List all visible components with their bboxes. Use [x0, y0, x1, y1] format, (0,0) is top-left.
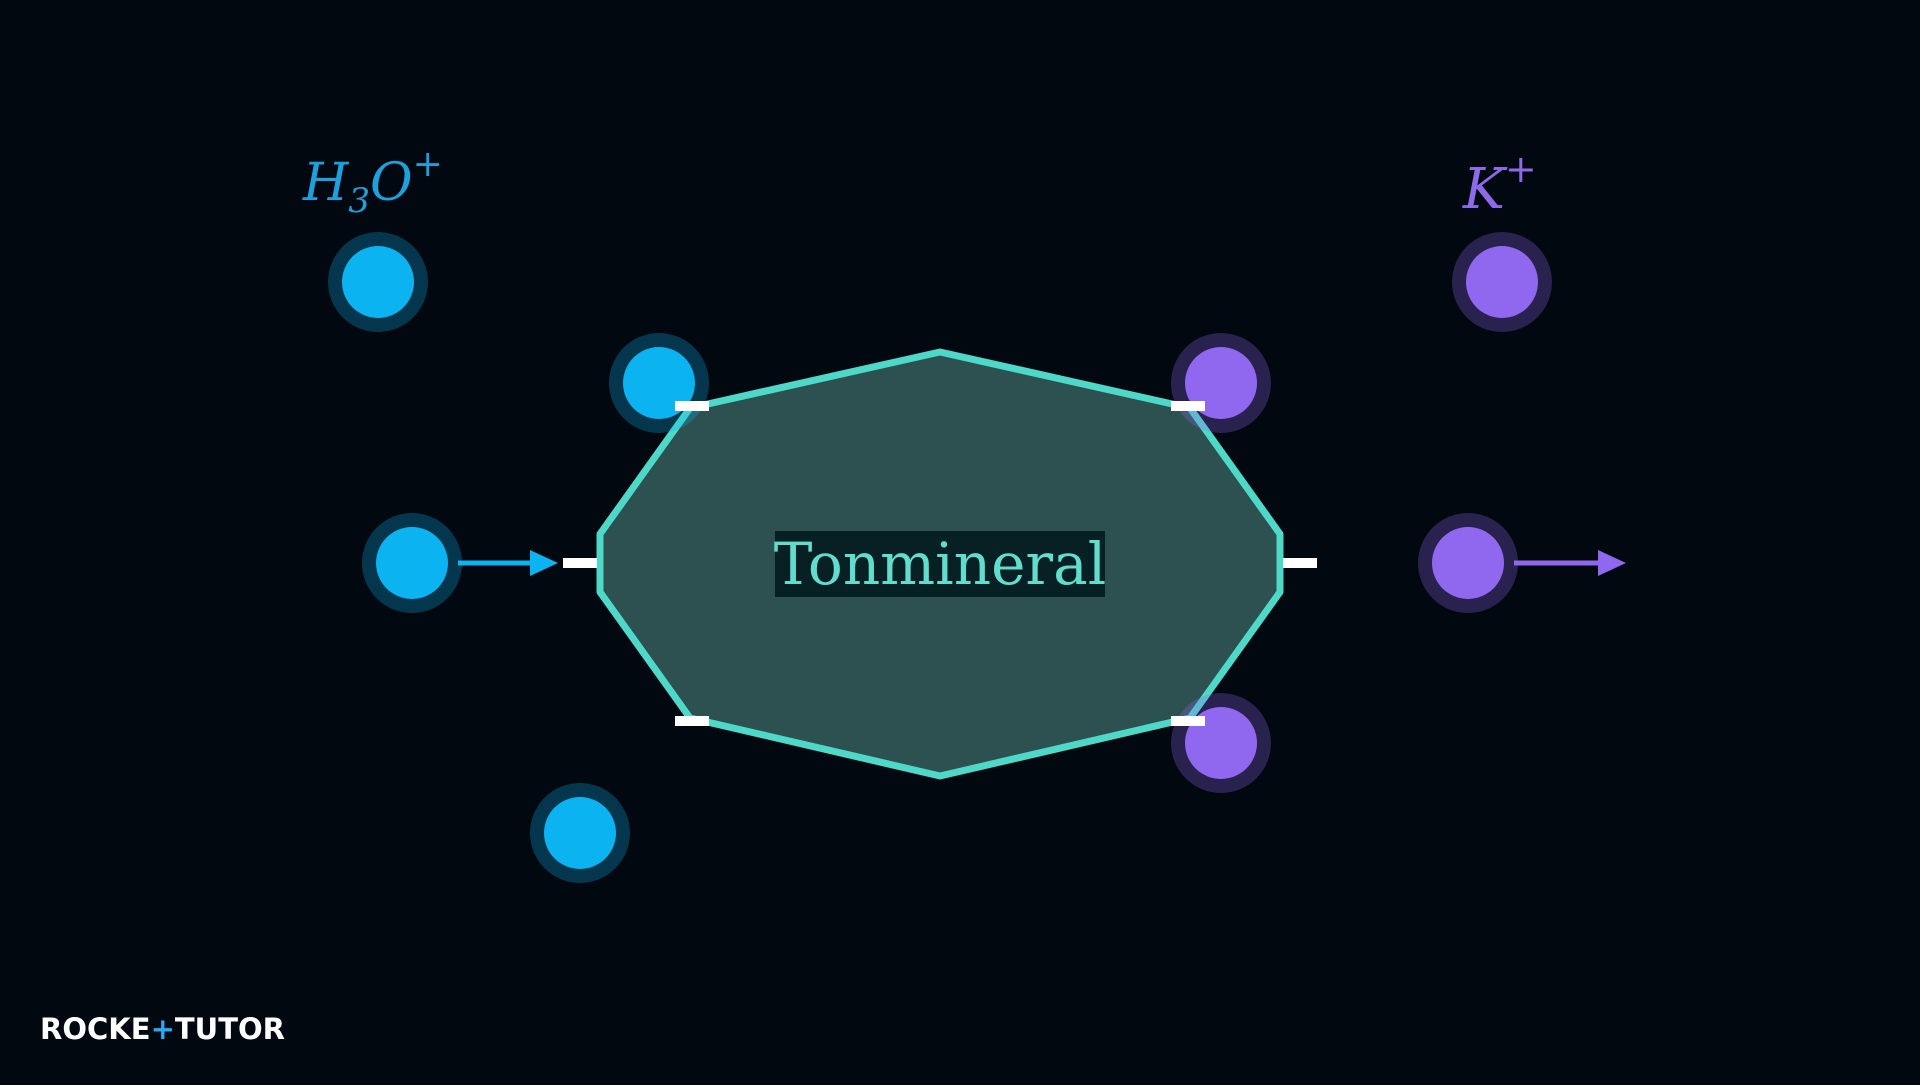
h3o-ion [328, 232, 428, 332]
h3o-ion [609, 333, 709, 433]
center-label: Tonmineral [774, 530, 1107, 598]
h3o-label: H3O+ [302, 144, 443, 221]
k-label: K+ [1462, 147, 1537, 222]
negative-charge-marker [1283, 558, 1317, 568]
k-ion [1418, 513, 1518, 613]
h3o-ion [530, 783, 630, 883]
arrow-k-outflow [1514, 550, 1626, 576]
negative-charge-marker [675, 716, 709, 726]
h3o-ion [362, 513, 462, 613]
k-ion [1452, 232, 1552, 332]
arrow-h3o-inflow [458, 550, 558, 576]
negative-charge-marker [675, 401, 709, 411]
k-ion [1171, 333, 1271, 433]
center-label-box [775, 531, 1105, 597]
negative-charge-marker [1171, 716, 1205, 726]
negative-charge-marker [1171, 401, 1205, 411]
brand-logo: ROCKE+TUTOR [40, 1012, 285, 1046]
negative-charge-marker [563, 558, 597, 568]
logo-plus-glyph: + [151, 1012, 175, 1046]
k-ion [1171, 693, 1271, 793]
